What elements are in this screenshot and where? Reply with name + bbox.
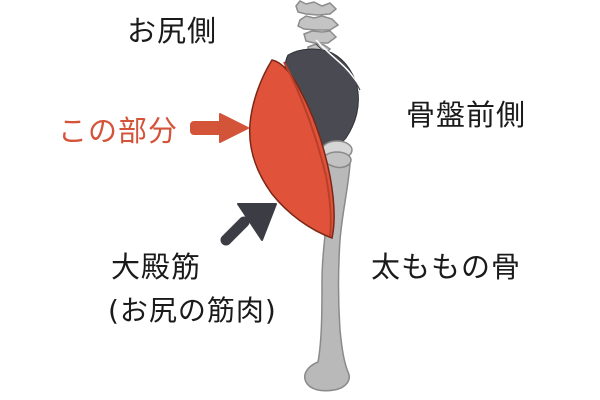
gluteus-maximus-shading	[283, 61, 332, 237]
label-this-part: この部分	[58, 114, 179, 148]
label-buttock-muscle-note: (お尻の筋肉)	[108, 294, 277, 327]
arrow-up-right-icon	[220, 203, 277, 246]
hip-joint	[321, 140, 353, 169]
arrow-right-icon	[190, 113, 249, 143]
label-gluteus-maximus: 大殿筋	[111, 250, 202, 284]
label-femur: 太ももの骨	[371, 250, 522, 284]
spine-vertebrae	[295, 0, 340, 56]
label-buttocks-side: お尻側	[127, 14, 218, 48]
pelvis-edge-line-outer	[315, 43, 361, 91]
pelvis-edge-line	[315, 39, 357, 83]
label-pelvis-front: 骨盤前側	[406, 98, 527, 132]
gluteus-maximus-muscle	[248, 59, 335, 239]
femur-bone	[304, 158, 351, 392]
